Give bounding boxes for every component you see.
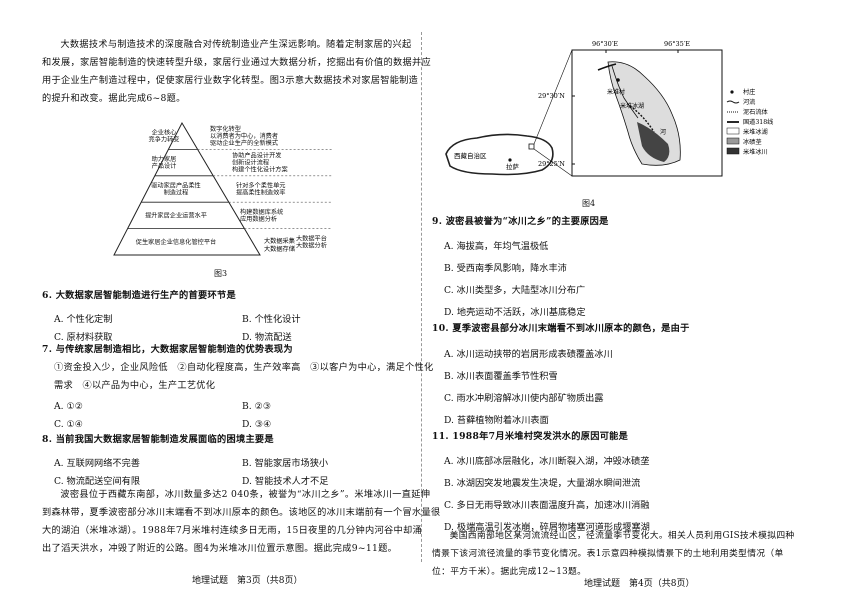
q11-option-b[interactable]: B. 冰湖因突发地震发生决堤，大量湖水瞬间泄流 (444, 478, 641, 489)
intro-line-4: 的提升和改变。据此完成6~8题。 (42, 93, 186, 104)
figure-3-caption: 图3 (214, 269, 228, 278)
q6-option-d[interactable]: D. 物流配送 (242, 332, 292, 343)
region-label: 西藏自治区 (454, 151, 487, 160)
q6-option-a[interactable]: A. 个性化定制 (54, 314, 113, 325)
q9-option-d[interactable]: D. 地壳运动不活跃，冰川基底稳定 (444, 307, 586, 318)
village-label: 米堆村 (607, 88, 625, 96)
pyramid-layer-description: 数字化转型以消费者为中心，消费者驱动企业生产的全新模式 (210, 125, 278, 147)
legend-symbol (726, 127, 740, 135)
figure-4-map: 西藏自治区 拉萨 96°30′E 96°35′E 29°30′N 29°25′N… (445, 40, 773, 177)
svg-text:大数据存储: 大数据存储 (264, 245, 295, 253)
q10-stem: 10. 夏季波密县部分冰川末端看不到冰川原本的颜色，是由于 (432, 323, 690, 334)
q6-option-c[interactable]: C. 原材料获取 (54, 332, 113, 343)
legend-label: 米堆冰湖 (743, 128, 768, 136)
pyramid-layer-description: 协助产品设计开发创新设计流程构建个性化设计方案 (232, 152, 288, 174)
layer-extra-text: 大数据采集 (264, 237, 295, 245)
q7-option-d[interactable]: D. ③④ (242, 419, 272, 430)
lon-label-2: 96°35′E (664, 40, 690, 48)
legend-label: 村庄 (743, 88, 755, 96)
q9-option-c[interactable]: C. 冰川类型多，大陆型冰川分布广 (444, 285, 586, 296)
q8-stem: 8. 当前我国大数据家居智能制造发展面临的困境主要是 (42, 434, 274, 445)
q9-stem: 9. 波密县被誉为“冰川之乡”的主要原因是 (432, 216, 609, 227)
locator-box (528, 143, 535, 150)
lhasa-dot (508, 158, 512, 162)
village-dot (616, 78, 620, 82)
legend-symbol (726, 137, 740, 145)
pyramid-layer-label: 促生家居企业信息化管控平台 (136, 238, 216, 246)
q11-stem: 11. 1988年7月米堆村突发洪水的原因可能是 (432, 431, 629, 442)
passage2-line-2: 到森林带，夏季波密部分冰川末端看不到冰川原本的颜色。该地区的冰川末端前有一个冒水… (42, 507, 441, 518)
moraine (629, 105, 655, 133)
intro-line-3: 用于企业生产制造过程中，促使家居行业数字化转型。图3示意大数据技术对家居智能制造 (42, 75, 419, 86)
passage3-line-1: 美国西南部地区某河流流经山区，径流量季节变化大。相关人员利用GIS技术模拟四种 (449, 531, 795, 541)
q10-option-b[interactable]: B. 冰川表面覆盖季节性积雪 (444, 371, 558, 382)
legend-label: 泥石流体 (743, 108, 769, 116)
intro-line-1: 大数据技术与制造技术的深度融合对传统制造业产生深远影响。随着定制家居的兴起 (60, 39, 412, 50)
q11-option-a[interactable]: A. 冰川底部冰层融化，冰川断裂入湖，冲毁冰碛垄 (444, 456, 650, 467)
pyramid-layer-label: 企业核心竞争力转变 (149, 129, 180, 144)
glacier-tongue (637, 122, 670, 162)
legend-symbol (726, 147, 740, 155)
city-label: 拉萨 (506, 162, 520, 171)
road-line (597, 63, 617, 71)
page-4-footer: 地理试题 第4页（共8页） (584, 579, 695, 589)
pyramid-layer-description: 大数据平台大数据分析 (296, 234, 327, 249)
legend-label: 国道318线 (743, 118, 773, 126)
q7-option-b[interactable]: B. ②③ (242, 401, 272, 412)
lon-label-1: 96°30′E (592, 40, 618, 48)
q7-line-2: 需求 ④以产品为中心，生产工艺优化 (54, 380, 216, 391)
q7-option-c[interactable]: C. ①④ (54, 419, 84, 430)
q7-stem: 7. 与传统家居制造相比，大数据家居智能制造的优势表现为 (42, 344, 293, 355)
pyramid-layer-description: 构建数据库系统应用数据分析 (240, 208, 283, 223)
pyramid-layer-description: 针对多个柔性单元提高柔性制造效率 (236, 182, 286, 197)
q11-option-c[interactable]: C. 多日无雨导致冰川表面温度升高，加速冰川消融 (444, 500, 650, 511)
page-3-footer: 地理试题 第3页（共8页） (192, 576, 303, 586)
passage2-line-1: 波密县位于西藏东南部，冰川数量多达2 040条，被誉为“冰川之乡”。米堆冰川一直… (60, 489, 431, 500)
legend-label: 河流 (743, 98, 755, 106)
q6-stem: 6. 大数据家居智能制造进行生产的首要环节是 (42, 290, 236, 301)
q8-option-a[interactable]: A. 互联网网络不完善 (54, 458, 140, 469)
figure-4-caption: 图4 (582, 199, 596, 208)
legend-symbol (726, 100, 740, 104)
intro-line-2: 和发展，家居智能制造的快速转型升级，家居行业通过大数据分析，挖掘出有价值的数据并… (42, 57, 431, 68)
river-label: 河 (660, 128, 666, 136)
passage3-line-3: 位：平方千米）。据此完成12~13题。 (432, 567, 587, 577)
q6-option-b[interactable]: B. 个性化设计 (242, 314, 301, 325)
pyramid-layer-label: 提升家居企业运营水平 (145, 211, 207, 219)
q10-option-d[interactable]: D. 苔藓植物附着冰川表面 (444, 415, 549, 426)
pyramid-layer-label: 驱动家居产品柔性制造过程 (151, 182, 201, 197)
q7-line-1: ①资金投入少，企业风险低 ②自动化程度高，生产效率高 ③以客户为中心，满足个性化 (54, 362, 434, 373)
q11-option-d[interactable]: D. 极端高温引发冰崩，碎屑物堵塞河道形成堰塞湖 (444, 522, 650, 533)
q8-option-b[interactable]: B. 智能家居市场狭小 (242, 458, 329, 469)
q9-option-b[interactable]: B. 受西南季风影响，降水丰沛 (444, 263, 567, 274)
river-line (611, 65, 639, 119)
passage2-line-4: 出了滔天洪水，冲毁了附近的公路。图4为米堆冰川位置示意图。据此完成9~11题。 (42, 543, 398, 554)
figure-3-pyramid: 企业核心竞争力转变助力家居产品设计驱动家居产品柔性制造过程提升家居企业运营水平促… (113, 121, 332, 256)
legend-symbol (730, 90, 734, 94)
q10-option-c[interactable]: C. 雨水冲刷溶解冰川使内部矿物质出露 (444, 393, 604, 404)
q9-option-a[interactable]: A. 海拔高，年均气温极低 (444, 241, 549, 252)
pyramid-layer-label: 助力家居产品设计 (152, 155, 177, 170)
q8-option-d[interactable]: D. 智能技术人才不足 (242, 476, 329, 487)
passage2-line-3: 大的湖泊（米堆冰湖）。1988年7月米堆村连续多日无雨，15日夜里的几分钟内河谷… (42, 525, 422, 536)
q8-option-c[interactable]: C. 物流配送空间有限 (54, 476, 141, 487)
glacier-lake-label: 米堆冰湖 (620, 102, 644, 110)
q7-option-a[interactable]: A. ①② (54, 401, 83, 412)
column-divider (421, 32, 422, 562)
lat-label-2: 29°25′N (538, 160, 565, 168)
lat-label-1: 29°30′N (538, 92, 565, 100)
q10-option-a[interactable]: A. 冰川运动挟带的岩屑形成表碛覆盖冰川 (444, 349, 613, 360)
legend-label: 米堆冰川 (743, 148, 768, 156)
passage3-line-2: 情景下该河流径流量的季节变化情况。表1示意四种模拟情景下的土地利用类型情况（单 (432, 549, 784, 559)
tibet-outline (445, 133, 554, 176)
legend-label: 冰碛垄 (743, 138, 762, 146)
